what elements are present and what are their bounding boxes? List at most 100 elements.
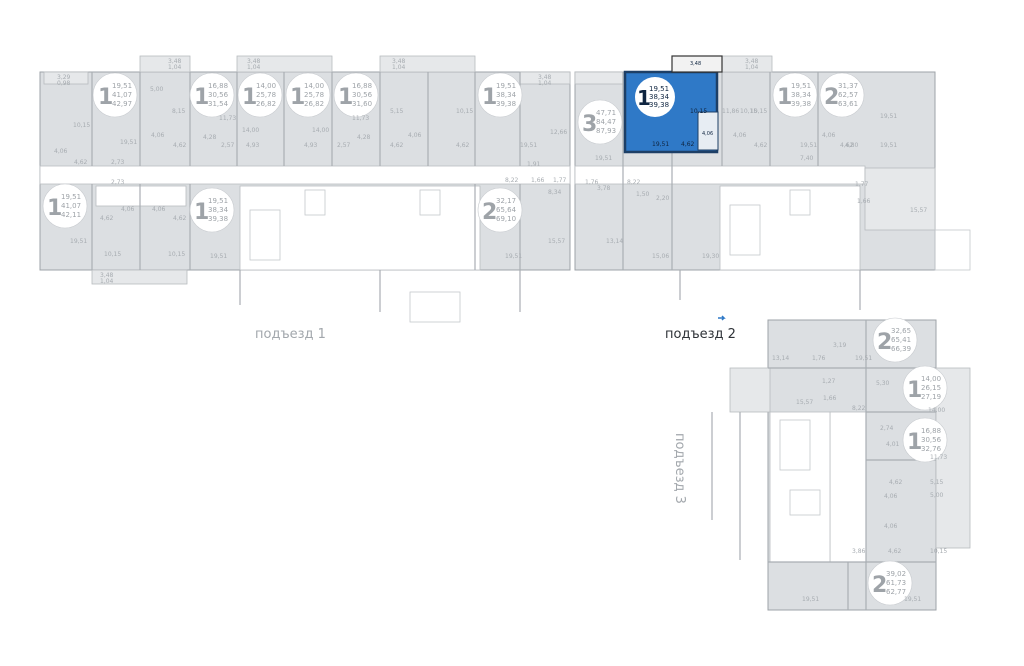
room-area: 1,50 — [636, 191, 650, 198]
room-area: 19,51 — [855, 355, 872, 362]
room-area: 4,06 — [884, 493, 898, 500]
apartment-a8[interactable]: 1 19,51 38,34 39,38 — [772, 72, 818, 118]
rooms-label: 2 — [877, 330, 892, 355]
room-area: 1,66 — [531, 177, 545, 184]
room-area: 4,62 — [889, 479, 903, 486]
room-area: 11,73 — [352, 115, 369, 122]
rooms-label: 1 — [98, 85, 113, 110]
room-area: 10,15 — [930, 548, 947, 555]
balcony-area: 3,48 — [168, 58, 182, 65]
apartment-a14[interactable]: 1 14,00 26,15 27,19 — [902, 365, 948, 411]
area-total-b: 42,97 — [112, 100, 132, 108]
area-living: 19,51 — [61, 193, 81, 201]
balcony-area: 1,04 — [168, 64, 182, 71]
room-area: 4,62 — [888, 548, 902, 555]
apartment-a5[interactable]: 1 16,88 30,56 31,60 — [333, 72, 379, 118]
area-total-b: 69,10 — [496, 215, 516, 223]
room-area: 19,30 — [702, 253, 719, 260]
room-area: 4,62 — [74, 159, 88, 166]
room-area: 14,00 — [928, 407, 945, 414]
apartment-a1[interactable]: 1 19,51 41,07 42,97 — [92, 72, 138, 118]
room-area: 4,62 — [840, 142, 854, 149]
apartment-a15[interactable]: 1 16,88 30,56 32,76 — [902, 417, 948, 463]
room-area: 2,57 — [221, 142, 235, 149]
area-total: 25,78 — [256, 91, 276, 99]
area-living: 19,51 — [791, 82, 811, 90]
room-area: 4,62 — [100, 215, 114, 222]
south-wing — [711, 319, 971, 611]
room-area: 19,51 — [904, 596, 921, 603]
area-total: 61,73 — [886, 579, 906, 587]
apartment-a12[interactable]: 2 32,17 65,64 69,10 — [477, 187, 523, 233]
room-area: 2,73 — [111, 159, 125, 166]
apartment-a6[interactable]: 1 19,51 38,34 39,38 — [477, 72, 523, 118]
balcony-area: 1,04 — [247, 64, 261, 71]
selected-apartment[interactable] — [623, 55, 723, 154]
apartment-a11[interactable]: 1 19,51 38,34 39,38 — [189, 187, 235, 233]
room-area: 10,15 — [740, 108, 757, 115]
selected-room-3: 10,15 — [690, 108, 707, 115]
room-area: 1,77 — [855, 181, 869, 188]
room-area: 11,86 — [722, 108, 739, 115]
room-area: 19,51 — [880, 113, 897, 120]
entrance-3-label: подъезд 3 — [672, 433, 687, 504]
room-area: 1,76 — [585, 179, 599, 186]
room-area: 4,28 — [203, 134, 217, 141]
room-area: 4,62 — [173, 215, 187, 222]
area-total: 25,78 — [304, 91, 324, 99]
apartment-a4[interactable]: 1 14,00 25,78 26,82 — [285, 72, 331, 118]
room-area: 3,19 — [833, 342, 847, 349]
room-area: 4,62 — [390, 142, 404, 149]
arrow-icon — [718, 315, 726, 321]
area-total: 30,56 — [352, 91, 373, 99]
area-total: 30,56 — [921, 436, 942, 444]
room-area: 19,51 — [520, 142, 537, 149]
room-area: 4,06 — [408, 132, 422, 139]
rooms-label: 1 — [194, 200, 209, 225]
entrance-2-label[interactable]: подъезд 2 — [665, 327, 736, 342]
area-living: 19,51 — [496, 82, 516, 90]
room-area: 8,15 — [172, 108, 186, 115]
room-area: 4,06 — [884, 523, 898, 530]
area-total: 65,41 — [891, 336, 911, 344]
room-area: 13,14 — [772, 355, 789, 362]
area-total: 62,57 — [838, 91, 858, 99]
area-living: 14,00 — [921, 375, 941, 383]
area-total: 84,47 — [596, 118, 616, 126]
apartment-a2[interactable]: 1 16,88 30,56 31,54 — [189, 72, 235, 118]
selected-total: 38,34 — [649, 93, 670, 101]
room-area: 1,66 — [857, 198, 871, 205]
area-living: 31,37 — [838, 82, 858, 90]
apartment-a7[interactable]: 3 47,71 84,47 87,93 — [577, 99, 623, 145]
balcony-area: 1,04 — [745, 64, 759, 71]
rooms-label: 1 — [482, 85, 497, 110]
rooms-label: 1 — [47, 196, 62, 221]
balcony-area: 3,48 — [538, 74, 552, 81]
apartment-a3[interactable]: 1 14,00 25,78 26,82 — [237, 72, 283, 118]
room-area: 5,15 — [390, 108, 404, 115]
room-area: 1,77 — [553, 177, 567, 184]
room-area: 5,00 — [150, 86, 164, 93]
room-area: 10,15 — [168, 251, 185, 258]
area-total-b: 31,60 — [352, 100, 372, 108]
apartment-a9[interactable]: 2 31,37 62,57 63,61 — [819, 72, 865, 118]
area-living: 14,00 — [256, 82, 276, 90]
rooms-label: 1 — [194, 85, 209, 110]
room-area: 1,66 — [823, 395, 837, 402]
room-area: 1,76 — [812, 355, 826, 362]
room-area: 19,51 — [595, 155, 612, 162]
area-total: 41,07 — [112, 91, 132, 99]
area-total-b: 63,61 — [838, 100, 858, 108]
balcony-area: 1,04 — [100, 278, 114, 285]
apartment-a10[interactable]: 1 19,51 41,07 42,11 — [42, 183, 88, 229]
room-area: 8,22 — [852, 405, 866, 412]
rooms-label: 1 — [290, 85, 305, 110]
selected-room-4: 4,06 — [702, 131, 713, 137]
area-living: 16,88 — [921, 427, 941, 435]
room-area: 3,78 — [597, 185, 611, 192]
apartment-a13[interactable]: 2 32,65 65,41 66,39 — [872, 317, 918, 363]
selected-living: 19,51 — [649, 85, 669, 93]
area-total-b: 27,19 — [921, 393, 941, 401]
apartment-a16[interactable]: 2 39,02 61,73 62,77 — [867, 560, 913, 606]
